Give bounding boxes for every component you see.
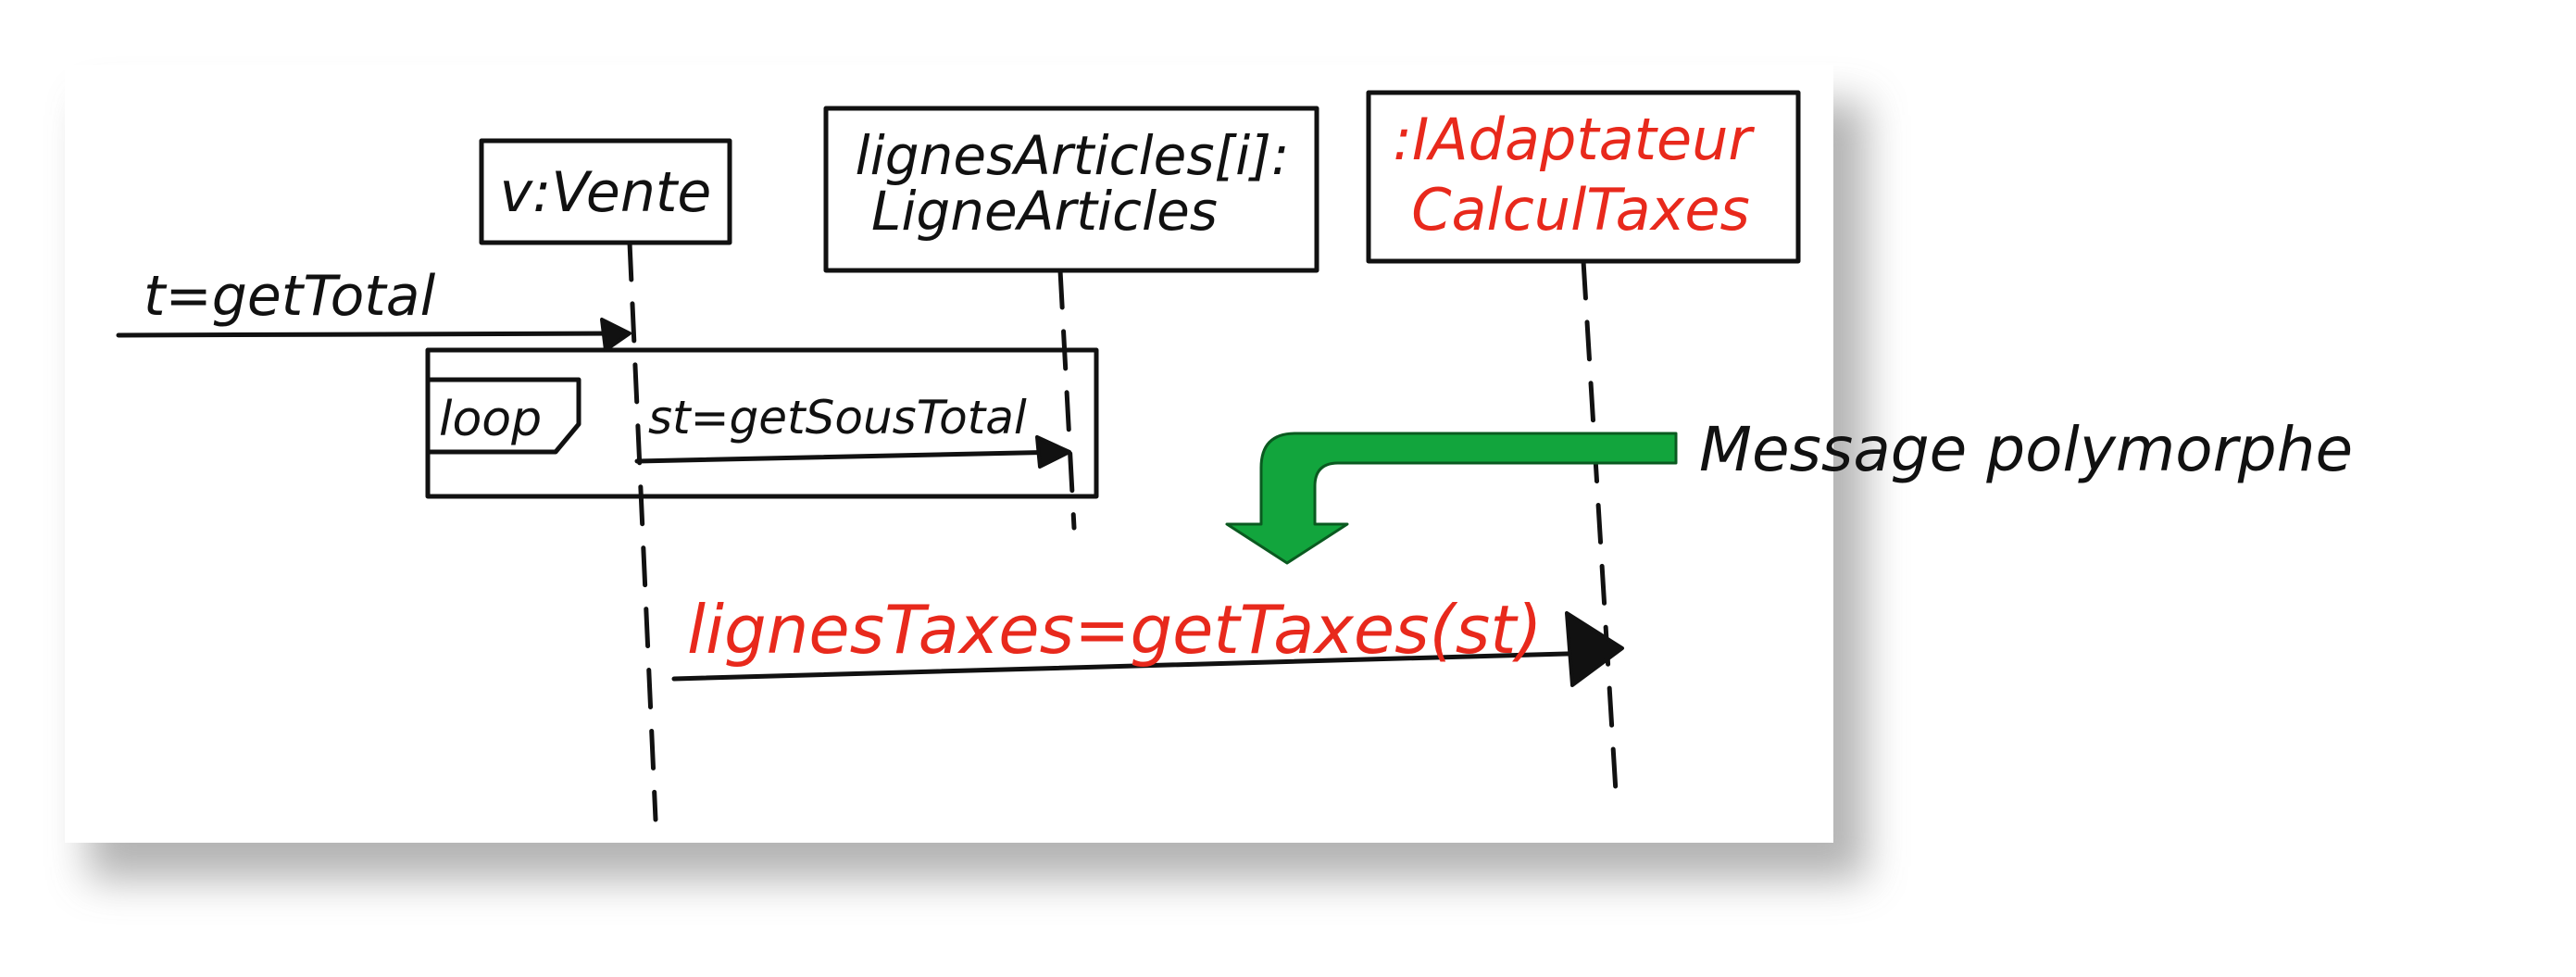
message-get-total-line (116, 331, 628, 338)
lifeline-label-lignes-articles-line1: lignesArticles[i]: (856, 124, 1290, 187)
arrowhead-get-taxes (1565, 611, 1624, 687)
lifeline-adaptateur (1581, 258, 1619, 795)
lifeline-vente (627, 240, 658, 822)
arrowhead-get-sous-total (1035, 435, 1071, 469)
message-label-get-total: t=getTotal (144, 264, 436, 329)
message-label-get-taxes: lignesTaxes=getTaxes(st) (687, 591, 1543, 669)
lifeline-lignes-articles (1057, 268, 1077, 531)
loop-operator-label: loop (439, 392, 542, 447)
arrowhead-get-total (600, 318, 631, 352)
loop-operator-tab (425, 377, 581, 455)
lifeline-label-lignes-articles-line2: LigneArticles (871, 180, 1218, 243)
lifeline-box-lignes-articles (823, 106, 1319, 273)
callout-arrow-icon (1225, 432, 1678, 565)
lifeline-label-adaptateur-line1: :IAdaptateur (1393, 106, 1755, 173)
lifeline-label-vente: v:Vente (500, 160, 712, 225)
annotation-message-polymorphe: Message polymorphe (1699, 414, 2353, 485)
message-get-taxes-line (671, 650, 1603, 682)
lifeline-label-adaptateur-line2: CalculTaxes (1411, 176, 1750, 244)
message-label-get-sous-total: st=getSousTotal (648, 391, 1027, 445)
message-get-sous-total-line (634, 449, 1066, 464)
lifeline-box-vente (479, 138, 732, 245)
loop-fragment-frame (425, 347, 1099, 499)
